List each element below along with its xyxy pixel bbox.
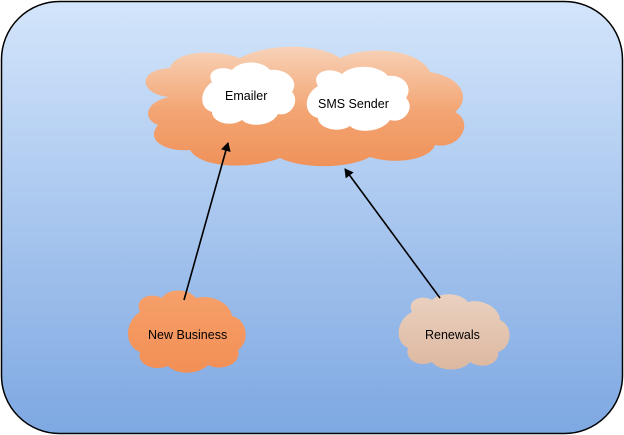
new-business-label: New Business <box>148 328 227 342</box>
renewals-cloud: Renewals <box>398 294 510 370</box>
new-business-cloud: New Business <box>128 290 246 373</box>
new-business-cloud-shape <box>128 290 246 373</box>
arrow-new-business-to-emailer <box>183 142 231 301</box>
sms-sender-cloud <box>306 66 410 131</box>
renewals-cloud-shape <box>398 294 510 370</box>
sms-sender-label: SMS Sender <box>318 97 389 111</box>
services-cloud-shape <box>145 46 465 167</box>
arrow-renewals-to-sms-sender <box>344 168 441 299</box>
emailer-cloud <box>202 62 296 125</box>
renewals-label: Renewals <box>425 328 480 342</box>
emailer-label: Emailer <box>225 89 267 103</box>
services-cloud: Emailer SMS Sender <box>145 46 465 167</box>
